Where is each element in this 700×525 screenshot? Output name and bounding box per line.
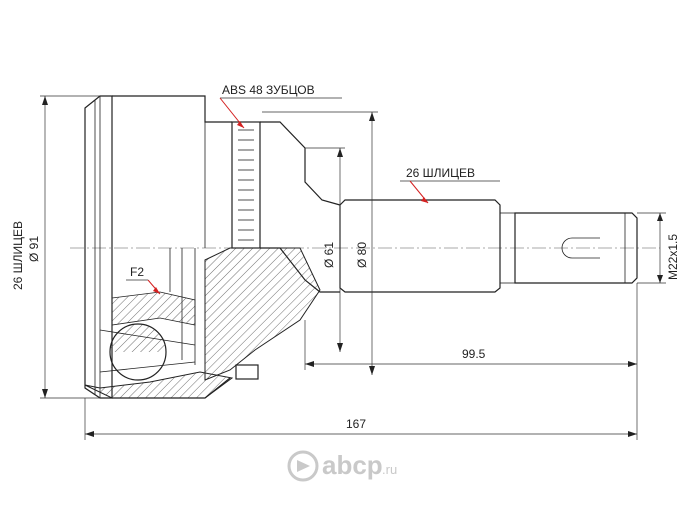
- housing-neck: [84, 121, 341, 399]
- label-dia-80: Ø 80: [355, 242, 369, 268]
- label-dia-61: Ø 61: [322, 242, 336, 268]
- axle-shaft: [339, 199, 638, 293]
- label-dia-91: Ø 91: [27, 236, 41, 262]
- leader-abs: [219, 97, 342, 129]
- inner-race-and-ball: [99, 248, 196, 381]
- label-abs: ABS 48 ЗУБЦОВ: [222, 83, 315, 97]
- watermark-logo: abcp .ru: [287, 450, 397, 482]
- dim-dia-91: [40, 95, 100, 399]
- dim-thread: [637, 212, 666, 284]
- label-splines-left: 26 ШЛИЦЕВ: [11, 221, 25, 290]
- watermark-text: abcp: [322, 450, 383, 480]
- label-f2: F2: [130, 265, 144, 279]
- dim-dia-61: [305, 147, 345, 352]
- watermark-suffix: .ru: [382, 462, 397, 477]
- dim-length-99-5: [304, 283, 638, 370]
- label-len-167: 167: [346, 417, 366, 431]
- dim-dia-80: [262, 111, 378, 375]
- leader-f2: [126, 279, 161, 295]
- label-splines-shaft: 26 ШЛИЦЕВ: [406, 166, 475, 180]
- label-len-99-5: 99.5: [462, 347, 486, 361]
- leader-splines: [400, 180, 500, 204]
- dim-length-167: [84, 370, 638, 440]
- label-thread: M22x1.5: [666, 234, 680, 280]
